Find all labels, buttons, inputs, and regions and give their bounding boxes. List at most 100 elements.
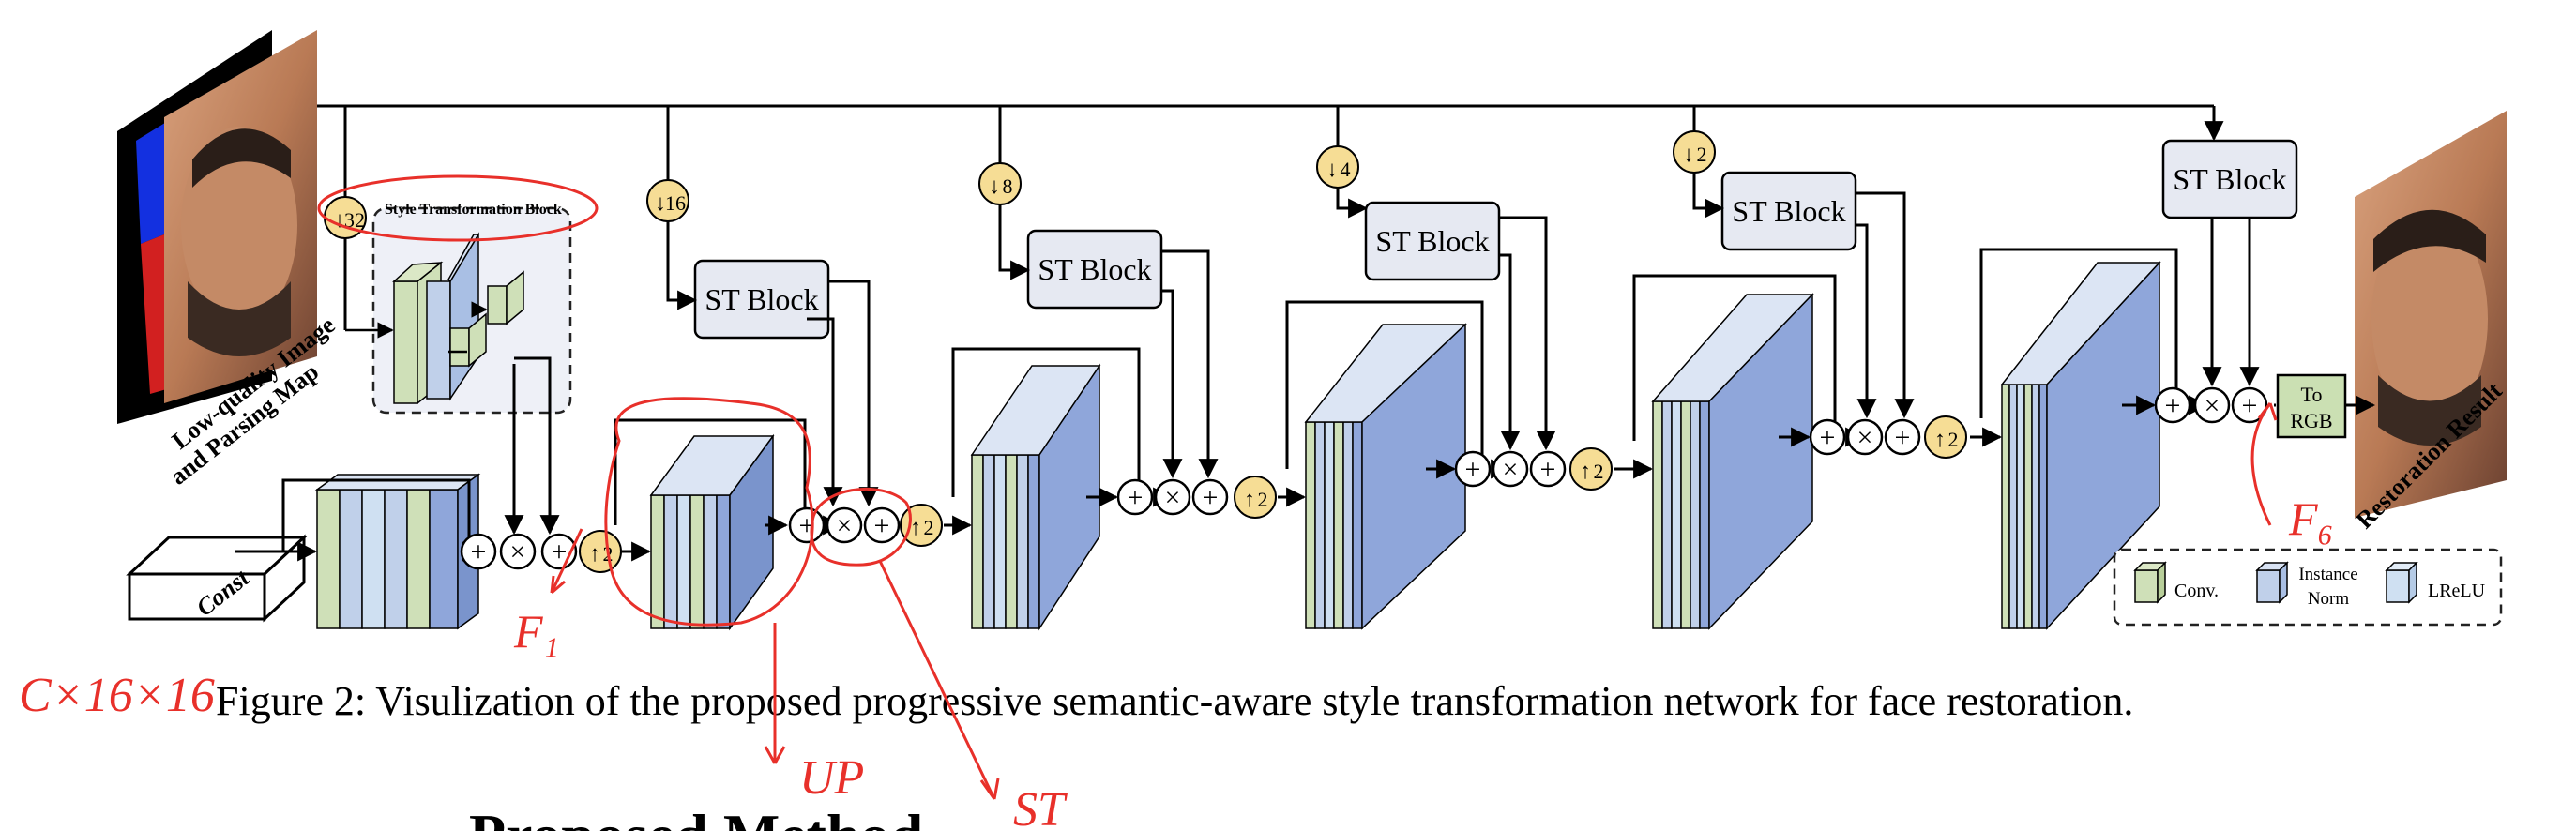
down-factor-circles: ↓ 32 ↓ 16 ↓ 8 ↓ 4 ↓ 2 xyxy=(324,130,1716,239)
up-factor-2: ↑ 2 xyxy=(900,504,943,547)
cut-heading: Proposed Method xyxy=(469,802,923,831)
down-factor-2: ↓ 2 xyxy=(1673,130,1716,174)
st-outputs xyxy=(504,191,2260,536)
svg-text:ST Block: ST Block xyxy=(1038,252,1151,286)
up-factor-circles: ↑ 2 ↑ 2 ↑ 2 ↑ 2 ↑ 2 xyxy=(579,416,1967,573)
svg-text:×: × xyxy=(1503,454,1519,485)
annotation-size: C×16×16 xyxy=(19,669,215,722)
st-block-1: ST Block xyxy=(693,259,830,340)
annotation-up: UP xyxy=(799,751,864,805)
annotation-arrow-f6 xyxy=(2250,402,2272,526)
svg-text:Conv.: Conv. xyxy=(2174,581,2219,601)
svg-text:RGB: RGB xyxy=(2290,409,2332,432)
svg-text:Norm: Norm xyxy=(2308,589,2350,609)
st-block-5: ST Block xyxy=(2161,139,2298,219)
feature-map-4 xyxy=(1304,323,1467,630)
svg-text:↑: ↑ xyxy=(1934,428,1946,452)
annotation-circle-upsample-block xyxy=(604,397,814,627)
const-block xyxy=(126,534,308,623)
legend-instance-norm: Instance Norm xyxy=(2255,561,2358,609)
figure-caption: Figure 2: Visulization of the proposed p… xyxy=(216,678,2133,724)
op-group-4: + × + xyxy=(1454,450,1567,488)
up-factor-4: ↑ 2 xyxy=(1569,447,1613,491)
red-annotations xyxy=(317,174,2278,800)
svg-text:4: 4 xyxy=(1341,158,1351,181)
op-group-3: + × + xyxy=(1116,478,1229,516)
st-block-2: ST Block xyxy=(1026,229,1163,310)
svg-text:2: 2 xyxy=(924,516,934,539)
up-factor-3: ↑ 2 xyxy=(1234,476,1277,519)
st-block-4: ST Block xyxy=(1720,171,1857,251)
annotation-arrow-f1 xyxy=(550,528,583,594)
svg-text:+: + xyxy=(2165,390,2181,421)
legend-conv: Conv. xyxy=(2133,561,2219,604)
op-group-5: + × + xyxy=(1809,418,1921,456)
annotation-f1: F₁ xyxy=(513,605,559,657)
st-block-detail: Style Transformation Block xyxy=(345,202,572,415)
feature-map-2 xyxy=(649,433,775,631)
feature-map-3 xyxy=(970,363,1101,631)
svg-text:↓: ↓ xyxy=(655,191,666,216)
svg-text:↓: ↓ xyxy=(1683,143,1694,167)
svg-text:2: 2 xyxy=(1948,428,1959,451)
svg-text:8: 8 xyxy=(1003,174,1013,198)
output-image xyxy=(2355,111,2507,518)
up-factor-5: ↑ 2 xyxy=(1924,416,1967,459)
svg-text:ST Block: ST Block xyxy=(1732,194,1845,228)
input-image-stack xyxy=(117,30,317,424)
svg-text:+: + xyxy=(1540,454,1556,485)
up-factor-1: ↑ 2 xyxy=(579,530,622,573)
down-factor-16: ↓ 16 xyxy=(646,179,689,222)
feature-map-5 xyxy=(1651,293,1814,630)
legend: Conv. Instance Norm LReLU xyxy=(2113,548,2503,627)
svg-text:×: × xyxy=(837,510,853,541)
legend-lrelu: LReLU xyxy=(2385,561,2486,604)
feature-map-1 xyxy=(314,473,481,630)
svg-text:+: + xyxy=(552,536,568,567)
svg-text:+: + xyxy=(1820,422,1836,453)
svg-text:↓: ↓ xyxy=(989,174,1000,199)
svg-text:×: × xyxy=(510,536,526,567)
svg-text:↑: ↑ xyxy=(910,516,921,540)
top-bus-line xyxy=(281,104,2224,142)
svg-text:To: To xyxy=(2301,383,2323,406)
op-group-6: + × + xyxy=(2154,386,2268,424)
st-block-3: ST Block xyxy=(1364,201,1501,281)
svg-text:ST Block: ST Block xyxy=(2173,162,2286,196)
st-block-detail-title: Style Transformation Block xyxy=(385,202,562,218)
annotation-f6: F₆ xyxy=(2288,492,2334,545)
annotation-circle-ops xyxy=(810,488,912,567)
svg-text:+: + xyxy=(471,536,487,567)
operator-circles: + × + + × + + × + + × + xyxy=(460,386,2268,570)
svg-text:ST Block: ST Block xyxy=(1375,224,1489,258)
down-factor-4: ↓ 4 xyxy=(1316,145,1359,189)
svg-text:+: + xyxy=(1465,454,1481,485)
st-blocks: ST Block ST Block ST Block ST Block ST B… xyxy=(693,139,2298,340)
svg-text:ST Block: ST Block xyxy=(705,282,818,316)
svg-text:↓: ↓ xyxy=(1326,158,1338,182)
svg-text:×: × xyxy=(1165,482,1181,513)
svg-text:↑: ↑ xyxy=(589,542,600,567)
svg-text:×: × xyxy=(1857,422,1873,453)
skip-connections xyxy=(281,248,2178,551)
svg-text:16: 16 xyxy=(665,191,686,215)
svg-text:+: + xyxy=(1895,422,1911,453)
svg-text:32: 32 xyxy=(344,208,365,232)
svg-text:Instance: Instance xyxy=(2298,565,2357,584)
svg-text:LReLU: LReLU xyxy=(2428,581,2486,601)
annotation-circle-st-title xyxy=(317,174,599,242)
feature-map-6 xyxy=(2000,261,2161,630)
svg-text:+: + xyxy=(1128,482,1144,513)
down-factor-32: ↓ 32 xyxy=(324,196,367,239)
svg-text:+: + xyxy=(1203,482,1219,513)
svg-text:2: 2 xyxy=(1258,488,1268,511)
down-factor-8: ↓ 8 xyxy=(978,162,1022,205)
annotation-st: ST xyxy=(1013,783,1068,831)
svg-text:2: 2 xyxy=(1697,143,1707,166)
svg-text:×: × xyxy=(2205,390,2220,421)
annotation-arrow-st xyxy=(878,560,996,800)
op-group-2: + × + xyxy=(788,506,901,544)
svg-text:+: + xyxy=(2242,390,2258,421)
op-group-1: + × + xyxy=(460,533,578,570)
